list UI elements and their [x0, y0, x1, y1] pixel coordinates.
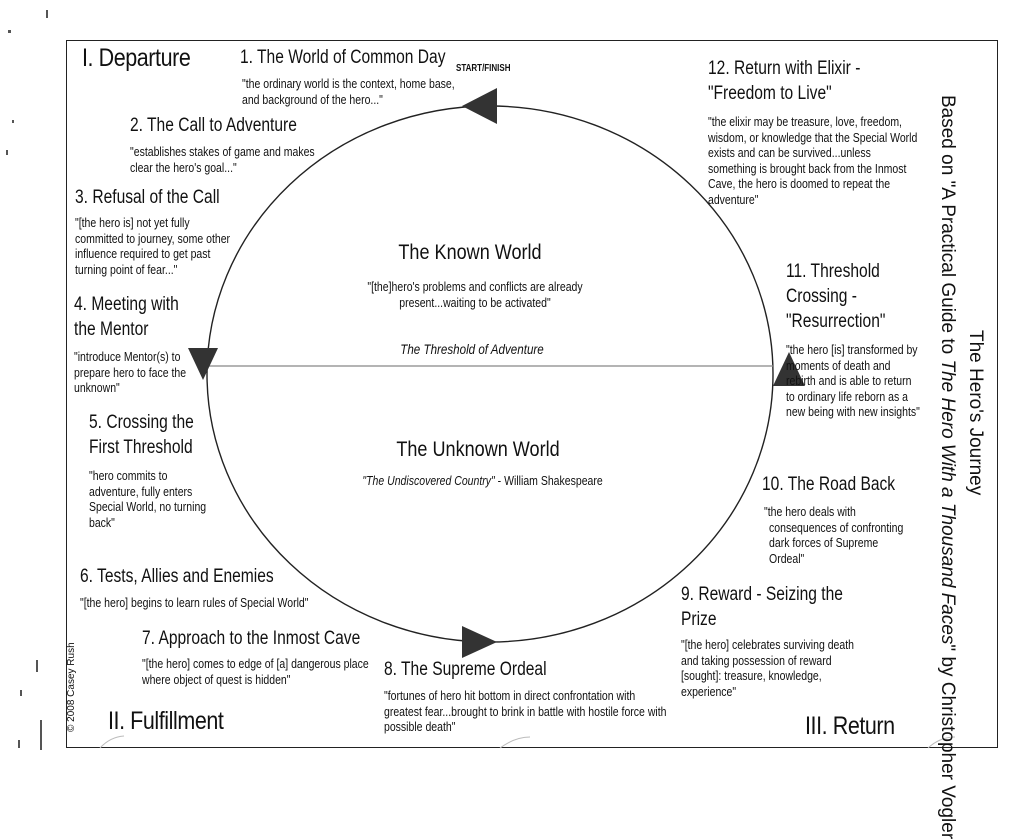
stage-2-quote: "establishes stakes of game and makes cl…: [130, 145, 315, 175]
stage-12-quote: "the elixir may be treasure, love, freed…: [708, 115, 918, 207]
stage-5-title: 5. Crossing the First Threshold: [89, 412, 194, 458]
stage-2: 2. The Call to Adventure "establishes st…: [130, 113, 350, 176]
diagram-frame: [66, 40, 998, 748]
stage-2-title: 2. The Call to Adventure: [130, 115, 297, 136]
bottom-center-arc: [499, 736, 531, 749]
journey-circle-diagram: [99, 88, 956, 749]
arrow-right-up-icon: [773, 352, 805, 386]
section-fulfillment: II. Fulfillment: [108, 707, 224, 735]
stage-1-quote: "the ordinary world is the context, home…: [242, 77, 455, 107]
stage-6-title: 6. Tests, Allies and Enemies: [80, 566, 274, 587]
known-world-title: The Known World: [398, 241, 542, 264]
stage-8-quote: "fortunes of hero hit bottom in direct c…: [384, 689, 667, 734]
scan-mark: [12, 120, 14, 123]
stage-3-title: 3. Refusal of the Call: [75, 187, 220, 208]
section-return: III. Return: [805, 712, 895, 740]
stage-3-quote: "[the hero is] not yet fully committed t…: [75, 216, 231, 277]
threshold-label: The Threshold of Adventure: [400, 342, 544, 357]
scan-mark: [18, 740, 20, 748]
stage-4-quote: "introduce Mentor(s) to prepare hero to …: [74, 350, 187, 395]
stage-12: 12. Return with Elixir - "Freedom to Liv…: [708, 56, 957, 208]
scan-mark: [36, 660, 38, 672]
start-finish-label: START/FINISH: [456, 63, 511, 74]
stage-7-quote: "[the hero] comes to edge of [a] dangero…: [142, 657, 369, 687]
stage-1-title: 1. The World of Common Day: [240, 47, 446, 68]
stage-9: 9. Reward - Seizing the Prize "[the hero…: [681, 582, 887, 700]
side-title-line2: Based on "A Practical Guide to The Hero …: [937, 95, 958, 839]
copyright: © 2008 Casey Rush: [66, 642, 77, 732]
scan-mark: [20, 690, 22, 696]
stage-1: 1. The World of Common Day "the ordinary…: [240, 45, 495, 108]
unknown-world: The Unknown World: [348, 438, 608, 462]
arrow-top-left-icon: [462, 88, 497, 124]
stage-9-title: 9. Reward - Seizing the Prize: [681, 584, 843, 630]
stage-8-title: 8. The Supreme Ordeal: [384, 659, 547, 680]
unknown-world-title: The Unknown World: [396, 438, 560, 461]
stage-11-title: 11. Threshold Crossing - "Resurrection": [786, 261, 886, 332]
stage-7-title: 7. Approach to the Inmost Cave: [142, 628, 361, 649]
scan-mark: [8, 30, 11, 33]
stage-9-quote: "[the hero] celebrates surviving death a…: [681, 638, 855, 699]
stage-12-title: 12. Return with Elixir - "Freedom to Liv…: [708, 58, 861, 104]
stage-6: 6. Tests, Allies and Enemies "[the hero]…: [80, 564, 352, 612]
known-world: The Known World: [340, 241, 600, 265]
stage-6-quote: "[the hero] begins to learn rules of Spe…: [80, 596, 309, 610]
stage-5: 5. Crossing the First Threshold "hero co…: [89, 410, 228, 531]
side-title-line1: The Hero's Journey: [965, 330, 986, 496]
stage-11: 11. Threshold Crossing - "Resurrection" …: [786, 259, 945, 421]
stage-10-title: 10. The Road Back: [762, 474, 896, 495]
scan-mark: [46, 10, 48, 18]
stage-5-quote: "hero commits to adventure, fully enters…: [89, 469, 207, 530]
scan-mark: [40, 720, 42, 750]
stage-11-quote: "the hero [is] transformed by moments of…: [786, 343, 920, 419]
unknown-world-quote: "The Undiscovered Country" - William Sha…: [362, 474, 603, 488]
stage-10-quote: "the hero deals with consequences of con…: [764, 505, 904, 566]
arrow-left-down-icon: [188, 348, 218, 380]
scan-mark: [6, 150, 8, 155]
stage-8: 8. The Supreme Ordeal "fortunes of hero …: [384, 657, 720, 736]
stage-4: 4. Meeting with the Mentor "introduce Me…: [74, 292, 207, 397]
bottom-left-arc: [99, 735, 125, 749]
stage-4-title: 4. Meeting with the Mentor: [74, 294, 179, 340]
bottom-right-arc: [927, 736, 956, 749]
stage-7: 7. Approach to the Inmost Cave "[the her…: [142, 626, 412, 688]
stage-10: 10. The Road Back "the hero deals with c…: [762, 472, 930, 567]
journey-circle: [206, 105, 774, 643]
known-world-quote: "[the]hero's problems and conflicts are …: [367, 280, 583, 310]
arrow-bottom-right-icon: [462, 626, 497, 658]
section-departure: I. Departure: [82, 44, 191, 72]
stage-3: 3. Refusal of the Call "[the hero is] no…: [75, 185, 260, 278]
